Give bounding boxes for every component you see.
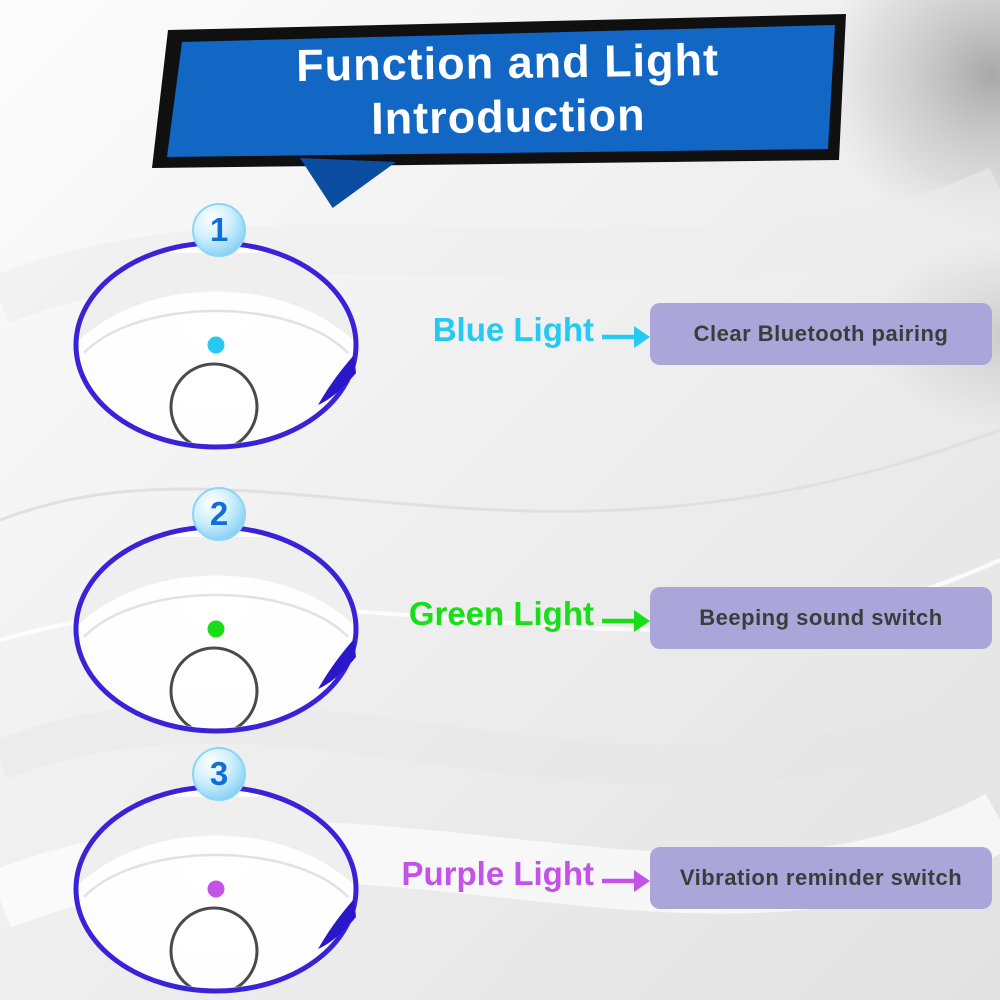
page-title-line1: Function and Light [295,34,720,91]
light-label: Green Light [408,595,594,632]
arrow-icon [600,863,652,899]
description-box: Vibration reminder switch [650,847,992,909]
device-notch [318,639,356,689]
light-label: Blue Light [432,311,594,348]
number-badge: 2 [192,487,246,541]
device-button [169,646,259,728]
banner-background [167,25,835,157]
device-notch [318,899,356,949]
speech-tail [300,158,396,208]
description-box: Clear Bluetooth pairing [650,303,992,365]
arrow-icon [600,603,652,639]
function-item-purple: 3 Purple Light Vibration reminder switch [0,747,1000,1000]
description-box: Beeping sound switch [650,587,992,649]
number-badge: 3 [192,747,246,801]
page-title: Function and Light Introduction [187,32,828,149]
page-title-line2: Introduction [370,89,646,144]
arrow-icon [600,319,652,355]
device-illustration [68,519,364,739]
number-badge: 1 [192,203,246,257]
device-notch [318,355,356,405]
led-indicator [207,620,225,638]
led-indicator [207,336,225,354]
led-indicator [207,880,225,898]
title-banner: Function and Light Introduction [148,12,850,212]
device-illustration [68,235,364,455]
device-button [169,362,259,444]
device-button [169,906,259,988]
device-illustration [68,779,364,999]
function-item-blue: 1 Blue Light Clear Bluetooth pairing [0,203,1000,465]
function-item-green: 2 Green Light Beeping sound switch [0,487,1000,749]
light-label: Purple Light [401,855,595,892]
